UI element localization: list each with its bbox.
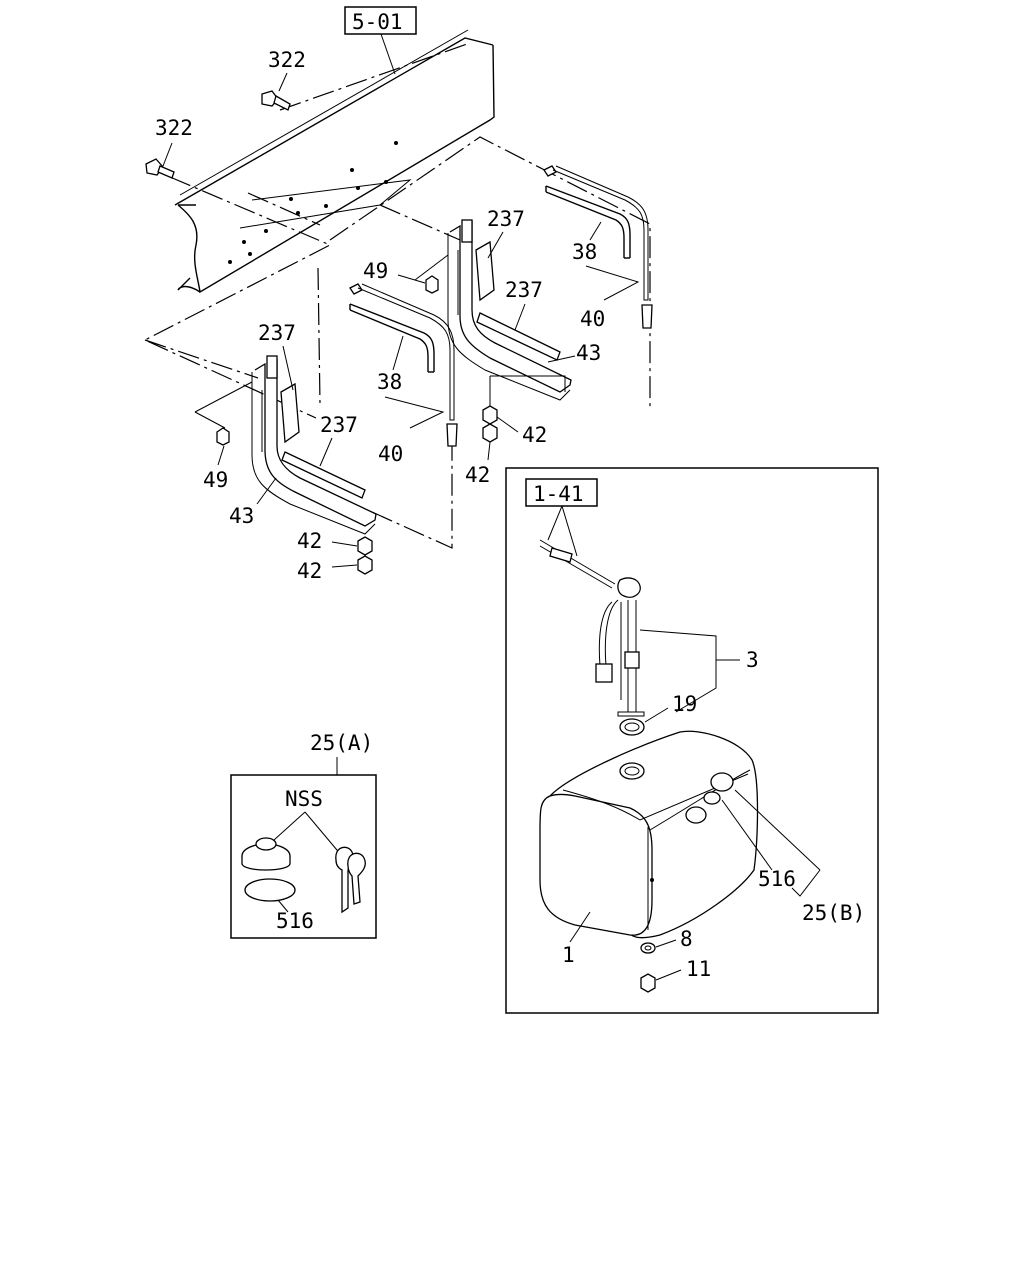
right-bracket-label: 43 [576,341,601,365]
gauge-gasket-label: 19 [672,692,697,716]
right-pad-top-label: 237 [487,207,525,231]
strap-icon [543,165,653,329]
nut-icon [216,427,230,446]
bracket-pad-icon [475,240,561,361]
left-pad-top-label: 237 [258,321,296,345]
nut-icon [425,275,439,294]
tank-label: 1 [562,943,575,967]
right-nut-49-label: 49 [363,259,388,283]
right-nut-42-b-label: 42 [465,463,490,487]
inset-nss-label: NSS [285,787,323,811]
left-pad-bottom-label: 237 [320,413,358,437]
frame-rail-icon [174,29,495,294]
nut-icon [357,536,373,556]
left-strap-group-label: 40 [378,442,403,466]
left-nut-49-label: 49 [203,468,228,492]
bolt-icon [145,158,175,179]
nut-icon [482,405,498,425]
cap-inset-panel [230,774,377,939]
key-icon [335,846,366,914]
fuel-cap-icon [241,837,291,871]
gasket-icon [244,878,296,902]
nut-icon [357,555,373,575]
right-nut-42-a-label: 42 [522,423,547,447]
strap-icon [349,283,458,447]
ref-frame-label: 5-01 [352,10,403,34]
fuel-gauge-unit-icon [539,539,645,717]
right-pad-bottom-label: 237 [505,278,543,302]
left-nut-42-a-label: 42 [297,529,322,553]
tank-cap-gasket-label: 516 [758,867,796,891]
ref-gauge-label: 1-41 [533,482,584,506]
bolt-icon [261,90,291,111]
tank-washer-label: 8 [680,927,693,951]
bracket-icon [447,219,572,401]
bracket-icon [251,355,377,535]
inset-gasket-label: 516 [276,909,314,933]
gasket-icon [619,718,645,736]
fuel-tank-icon [539,730,759,939]
tank-drain-plug-label: 11 [686,957,711,981]
reference-box-1-41[interactable]: 1-41 [525,478,598,507]
right-strap-group-label: 40 [580,307,605,331]
bolt-label-lower: 322 [155,116,193,140]
bolt-label-upper: 322 [268,48,306,72]
reference-box-5-01[interactable]: 5-01 [344,6,417,35]
right-strap-label: 38 [572,240,597,264]
bracket-pad-icon [280,382,366,499]
washer-icon [640,942,656,954]
tank-cap-set-label: 25(B) [802,901,865,925]
left-strap-label: 38 [377,370,402,394]
nut-icon [482,423,498,443]
inset-title-label: 25(A) [310,731,373,755]
gauge-unit-label: 3 [746,648,759,672]
left-bracket-label: 43 [229,504,254,528]
fuel-tank-panel [505,467,879,1014]
left-nut-42-b-label: 42 [297,559,322,583]
drain-plug-icon [640,973,656,993]
